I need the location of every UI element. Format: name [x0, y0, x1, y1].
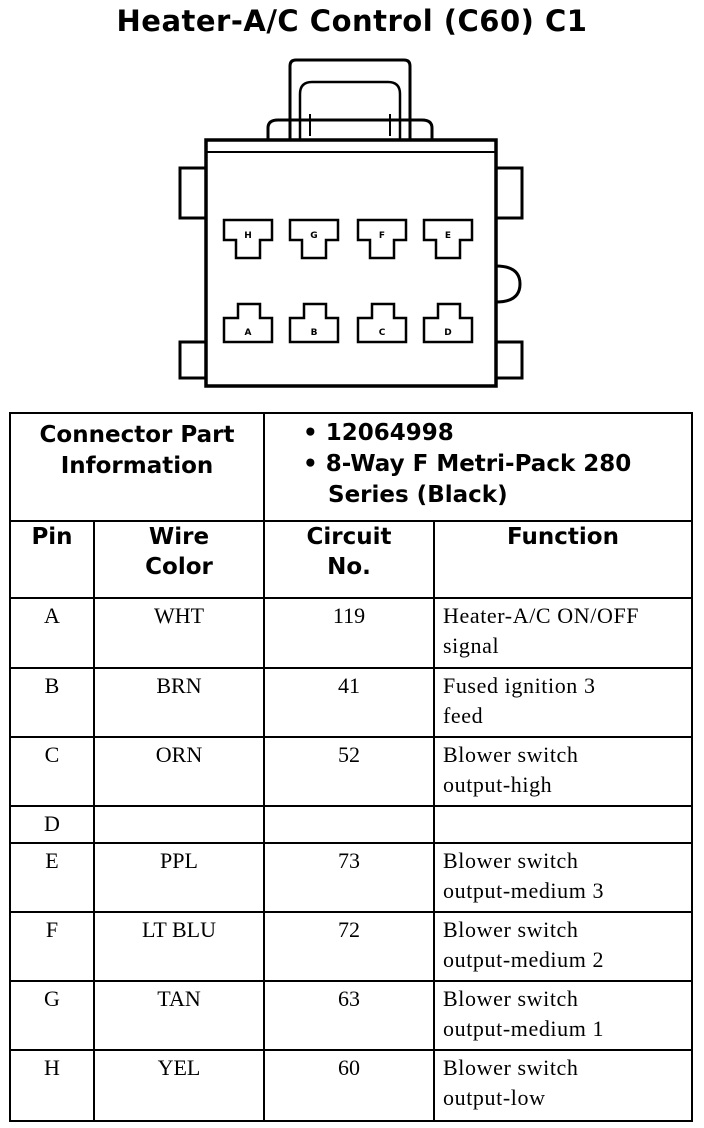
pin-label-c: C — [379, 328, 386, 338]
pin-label-d: D — [444, 328, 451, 338]
connector-face-drawing: H G F E A B C D — [178, 58, 524, 388]
connector-part-label: Connector Part Information — [9, 412, 265, 522]
connector-part-info: • 12064998 • 8-Way F Metri-Pack 280 Seri… — [263, 412, 693, 522]
part-description: • 8-Way F Metri-Pack 280 — [303, 451, 632, 477]
pin-label-e: E — [445, 231, 451, 241]
table-row: D — [9, 805, 693, 844]
pin-label-a: A — [245, 328, 252, 338]
pin-label-h: H — [244, 231, 252, 241]
pin-label-g: G — [310, 231, 317, 241]
diagram-title: Heater-A/C Control (C60) C1 — [116, 4, 588, 38]
pin-label-f: F — [379, 231, 385, 241]
header-function: Function — [433, 520, 693, 599]
part-number: • 12064998 — [303, 420, 454, 446]
connector-part-row: Connector Part Information • 12064998 • … — [9, 412, 693, 522]
connector-pinout-table: Connector Part Information • 12064998 • … — [9, 412, 693, 1122]
header-pin: Pin — [9, 520, 95, 599]
pin-label-b: B — [311, 328, 318, 338]
